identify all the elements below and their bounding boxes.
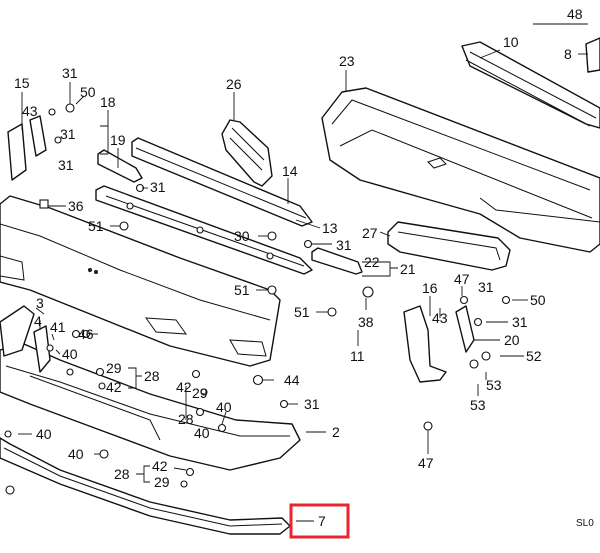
label-19: 19: [110, 132, 126, 148]
label-20: 20: [504, 332, 520, 348]
leader-lines: [18, 23, 588, 522]
label-28a: 28: [144, 368, 160, 384]
rear-bumper-face-part-23: [321, 87, 600, 253]
label-7: 7: [318, 513, 326, 529]
label-40b: 40: [216, 399, 232, 415]
bumper-trim-part-27: [387, 221, 511, 271]
label-31f: 31: [478, 279, 494, 295]
label-15: 15: [14, 75, 30, 91]
label-36: 36: [68, 198, 84, 214]
label-50b: 50: [530, 292, 546, 308]
diagram-code: SL0: [576, 518, 594, 529]
label-3: 3: [36, 295, 44, 311]
molding-part-22: [311, 247, 363, 275]
molding-strip-part-19: [97, 149, 143, 183]
front-bumper-part-2: [0, 343, 301, 471]
label-21: 21: [400, 261, 416, 277]
label-13: 13: [322, 220, 338, 236]
label-53a: 53: [486, 377, 502, 393]
side-bracket-part-3: [0, 305, 35, 357]
part-labels: 48 10 8 23 26 15 31 50 43 18 19 31 31 14…: [14, 6, 594, 529]
label-18: 18: [100, 94, 116, 110]
label-31d: 31: [60, 126, 76, 142]
side-bracket-part-16: [403, 305, 475, 383]
label-50a: 50: [80, 84, 96, 100]
label-16: 16: [422, 280, 438, 296]
label-52: 52: [526, 348, 542, 364]
label-31h: 31: [304, 396, 320, 412]
bumper-absorber-upper: [0, 195, 281, 367]
label-42b: 42: [176, 379, 192, 395]
label-2: 2: [332, 424, 340, 440]
label-42a: 42: [106, 379, 122, 395]
label-47a: 47: [454, 271, 470, 287]
label-53b: 53: [470, 397, 486, 413]
label-27: 27: [362, 225, 378, 241]
label-47b: 47: [418, 455, 434, 471]
label-31e: 31: [336, 237, 352, 253]
label-26: 26: [226, 76, 242, 92]
label-14: 14: [282, 163, 298, 179]
label-11: 11: [350, 348, 365, 364]
highlight-box-part-7: [289, 503, 350, 539]
side-bracket-part-4: [33, 325, 51, 373]
rear-beam-part-10: [461, 41, 600, 129]
label-46: 46: [78, 326, 94, 342]
label-31c: 31: [150, 179, 166, 195]
bracket-part-8: [585, 37, 600, 73]
label-28c: 28: [114, 466, 130, 482]
label-44: 44: [284, 372, 300, 388]
label-30: 30: [234, 228, 250, 244]
label-40d: 40: [36, 426, 52, 442]
label-48: 48: [567, 6, 583, 22]
label-29a: 29: [106, 360, 122, 376]
label-40c: 40: [194, 425, 210, 441]
label-23: 23: [339, 53, 355, 69]
label-40e: 40: [68, 446, 84, 462]
label-43a: 43: [22, 103, 38, 119]
label-22: 22: [364, 254, 380, 270]
label-43b: 43: [432, 310, 448, 326]
molding-strip-part-14: [131, 137, 313, 227]
label-51a: 51: [88, 218, 104, 234]
label-28b: 28: [178, 411, 194, 427]
label-31g: 31: [512, 314, 528, 330]
label-8: 8: [564, 46, 572, 62]
label-29b: 29: [192, 385, 208, 401]
label-31b: 31: [58, 157, 74, 173]
label-31a: 31: [62, 65, 78, 81]
label-40a: 40: [62, 346, 78, 362]
label-4: 4: [34, 313, 42, 329]
label-10: 10: [503, 34, 519, 50]
label-29c: 29: [154, 474, 170, 490]
label-38: 38: [358, 314, 374, 330]
grille-part-26: [221, 119, 273, 187]
label-51b: 51: [234, 282, 250, 298]
label-42c: 42: [152, 458, 168, 474]
label-51c: 51: [294, 304, 310, 320]
bracket-part-15: [7, 115, 47, 181]
retainer-strip-part-13: [95, 185, 313, 275]
label-41: 41: [50, 319, 66, 335]
